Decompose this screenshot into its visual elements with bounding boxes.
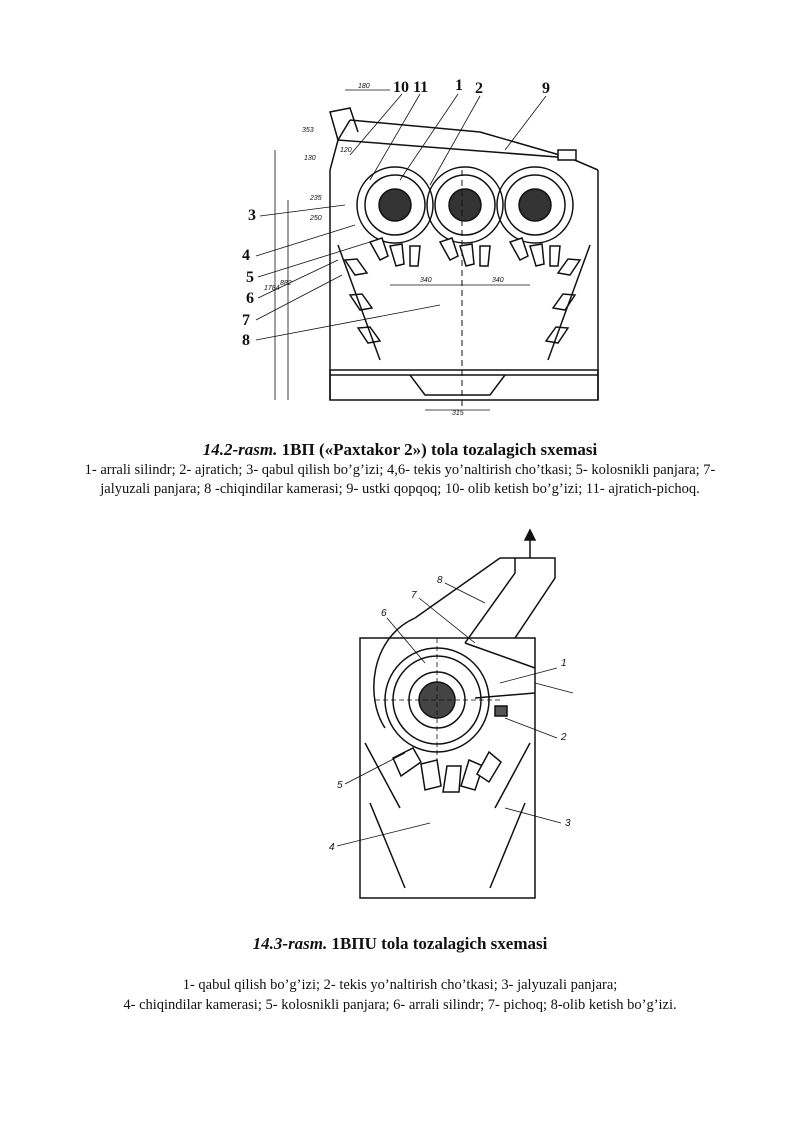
dim-315: 315 (452, 410, 464, 417)
fig1-label-7: 7 (242, 312, 250, 329)
dim-340-b: 340 (492, 277, 504, 284)
dim-340-a: 340 (420, 277, 432, 284)
fig1-label-1: 1 (455, 77, 463, 94)
fig1-label-3: 3 (248, 207, 256, 224)
fig2-label-3: 3 (565, 818, 571, 829)
fig1-label-6: 6 (246, 290, 254, 307)
figure-2-caption-line-1: 1- qabul qilish bo’g’izi; 2- tekis yo’na… (182, 977, 618, 993)
fig1-label-11: 11 (413, 79, 428, 96)
fig2-label-4: 4 (329, 842, 335, 853)
figure-2-caption-number: 14.3-rasm. (252, 934, 328, 953)
dim-882: 882 (280, 280, 292, 287)
dimension-lines (274, 89, 530, 411)
fig2-label-8: 8 (437, 575, 443, 586)
fig2-label-6: 6 (381, 608, 387, 619)
figure-1-caption-text: 1- arrali silindr; 2- ajratich; 3- qabul… (84, 462, 716, 497)
fig1-label-2: 2 (475, 80, 483, 97)
dim-130: 130 (304, 155, 316, 162)
dim-1784: 1784 (264, 285, 280, 292)
fig1-label-5: 5 (246, 269, 254, 286)
fig2-label-1: 1 (561, 658, 567, 669)
fig2-label-7: 7 (411, 590, 417, 601)
grate-bars (368, 237, 561, 267)
dim-180: 180 (358, 83, 370, 90)
figure-1-caption-number: 14.2-rasm. (202, 440, 278, 459)
dim-353: 353 (302, 127, 314, 134)
dim-250: 250 (309, 215, 322, 222)
fig1-label-9: 9 (542, 80, 550, 97)
fig2-label-5: 5 (337, 780, 343, 791)
leader-lines (255, 93, 547, 341)
fig1-label-4: 4 (242, 247, 250, 264)
figure-1-caption-name: 1ВП («Paxtakor 2») tola tozalagich sxema… (277, 440, 598, 459)
figure-1-diagram: 10 11 1 2 9 3 4 5 6 7 8 180 353 130 120 … (230, 70, 610, 420)
louver-panels (337, 244, 591, 361)
saw-cylinders (356, 166, 574, 244)
figure-2-caption-line-2: 4- chiqindilar kamerasi; 5- kolosnikli p… (123, 997, 677, 1013)
figure-2-caption-name: 1ВПU tola tozalagich sxemasi (327, 934, 548, 953)
fig1-label-8: 8 (242, 332, 250, 349)
figure-2-caption-title: 14.3-rasm. 1ВПU tola tozalagich sxemasi (0, 934, 800, 954)
fig1-label-10: 10 (393, 79, 409, 96)
fig2-label-2: 2 (560, 732, 567, 743)
dim-235: 235 (309, 195, 322, 202)
figure-2-diagram: 8 7 6 1 2 5 4 3 (325, 528, 585, 908)
dim-120: 120 (340, 147, 352, 154)
figure-1-caption-title: 14.2-rasm. 1ВП («Paxtakor 2») tola tozal… (0, 440, 800, 460)
waste-hopper (409, 374, 506, 396)
housing-outline (329, 107, 599, 401)
